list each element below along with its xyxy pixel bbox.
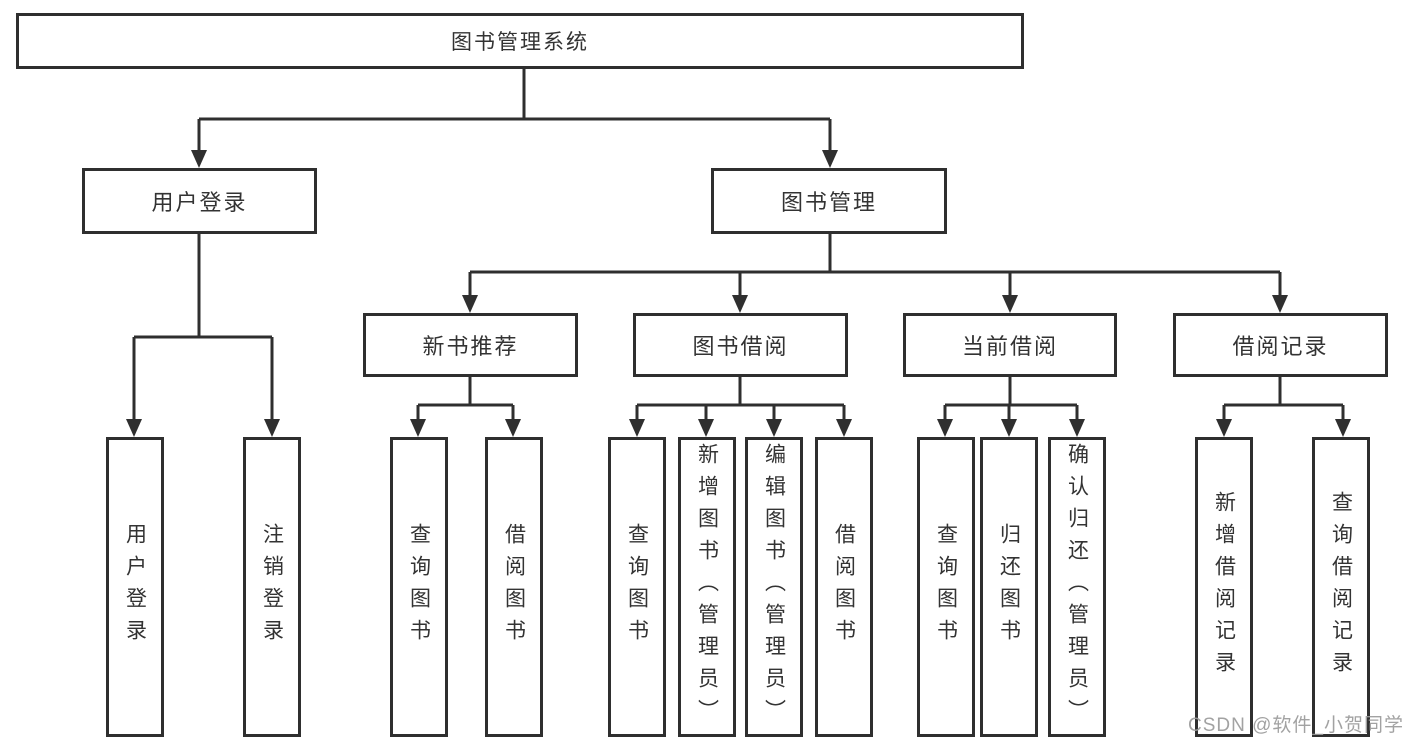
node-label: 借阅记录 [1232, 334, 1329, 359]
node-leaf-query-books-borrowing: 查询图书 [608, 437, 666, 737]
node-leaf-borrow-books-recommend: 借阅图书 [485, 437, 543, 737]
node-label: 图书管理系统 [451, 31, 589, 54]
node-label: 归还图书 [997, 523, 1021, 651]
node-leaf-user-login: 用户登录 [106, 437, 164, 737]
node-label: 借阅图书 [502, 523, 526, 651]
node-label: 图书管理 [780, 190, 877, 215]
node-root-system: 图书管理系统 [16, 13, 1024, 69]
node-current-borrowing: 当前借阅 [903, 313, 1117, 377]
node-leaf-add-book-admin: 新增图书（管理员） [678, 437, 736, 737]
node-label: 用户登录 [151, 190, 248, 215]
node-label: 借阅图书 [832, 523, 856, 651]
node-label: 新增图书（管理员） [695, 443, 719, 731]
node-user-login: 用户登录 [82, 168, 317, 234]
node-label: 编辑图书（管理员） [762, 443, 786, 731]
node-label: 新增借阅记录 [1212, 491, 1236, 683]
node-label: 当前借阅 [961, 334, 1058, 359]
node-leaf-return-book: 归还图书 [980, 437, 1038, 737]
node-label: 新书推荐 [422, 334, 519, 359]
node-label: 用户登录 [123, 523, 147, 651]
watermark: CSDN @软件_小贺同学 [1188, 715, 1404, 736]
node-book-management: 图书管理 [711, 168, 947, 234]
node-leaf-query-borrow-record: 查询借阅记录 [1312, 437, 1370, 737]
node-leaf-query-books-current: 查询图书 [917, 437, 975, 737]
node-leaf-add-borrow-record: 新增借阅记录 [1195, 437, 1253, 737]
node-label: 注销登录 [260, 523, 284, 651]
node-new-book-recommend: 新书推荐 [363, 313, 578, 377]
node-label: 查询借阅记录 [1329, 491, 1353, 683]
node-label: 查询图书 [934, 523, 958, 651]
node-label: 查询图书 [625, 523, 649, 651]
node-leaf-edit-book-admin: 编辑图书（管理员） [745, 437, 803, 737]
node-leaf-query-books-recommend: 查询图书 [390, 437, 448, 737]
node-borrow-records: 借阅记录 [1173, 313, 1388, 377]
node-leaf-confirm-return-admin: 确认归还（管理员） [1048, 437, 1106, 737]
node-book-borrowing: 图书借阅 [633, 313, 848, 377]
node-leaf-logout: 注销登录 [243, 437, 301, 737]
node-label: 查询图书 [407, 523, 431, 651]
node-label: 确认归还（管理员） [1065, 443, 1089, 731]
node-leaf-borrow-books-borrowing: 借阅图书 [815, 437, 873, 737]
node-label: 图书借阅 [692, 334, 789, 359]
